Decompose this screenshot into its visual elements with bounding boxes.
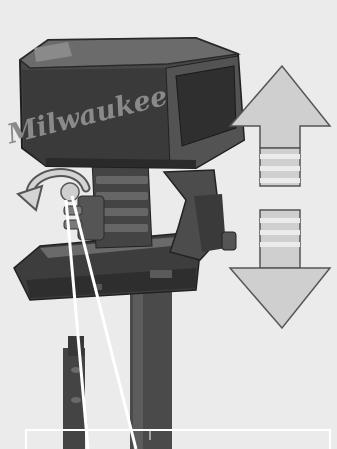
down-arrow-icon: [228, 209, 332, 330]
rotate-arrow-icon: [16, 168, 91, 212]
callout: [25, 195, 331, 449]
side-handle: [162, 169, 237, 261]
pole: [63, 282, 172, 449]
up-arrow-icon: [228, 64, 332, 187]
lamp-head: Milwaukee: [3, 36, 246, 170]
battery-base: [13, 231, 201, 301]
